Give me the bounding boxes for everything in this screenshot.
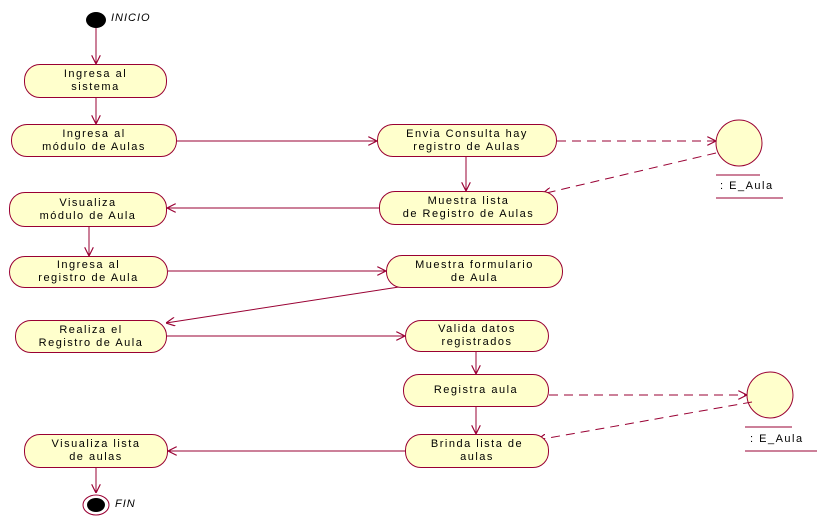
entity-label-2: : E_Aula (750, 433, 804, 445)
activity-visualiza-lista[interactable]: Visualiza lista de aulas (24, 434, 168, 468)
end-node-core (87, 498, 105, 512)
activity-registra-aula[interactable]: Registra aula (403, 374, 549, 407)
objflow-entity1-to-muestra-lista (542, 152, 717, 194)
end-label: FIN (115, 498, 136, 510)
activity-ingresa-modulo[interactable]: Ingresa al módulo de Aulas (11, 124, 177, 157)
start-label: INICIO (111, 12, 151, 24)
activity-visualiza-modulo[interactable]: Visualiza módulo de Aula (9, 192, 167, 227)
activity-ingresa-sistema[interactable]: Ingresa al sistema (24, 64, 167, 98)
activity-muestra-formulario[interactable]: Muestra formulario de Aula (386, 255, 563, 288)
start-node (86, 12, 106, 28)
activity-ingresa-registro[interactable]: Ingresa al registro de Aula (9, 256, 168, 288)
activity-realiza-registro[interactable]: Realiza el Registro de Aula (15, 320, 167, 353)
entity-label-1: : E_Aula (720, 180, 774, 192)
entity-object-1[interactable] (715, 119, 783, 199)
activity-valida-datos[interactable]: Valida datos registrados (405, 320, 549, 352)
activity-brinda-lista[interactable]: Brinda lista de aulas (405, 434, 549, 468)
activity-envia-consulta[interactable]: Envia Consulta hay registro de Aulas (377, 124, 557, 157)
objflow-entity2-to-brinda (537, 401, 753, 440)
flow-formulario-to-realiza (166, 286, 400, 323)
activity-muestra-lista[interactable]: Muestra lista de Registro de Aulas (379, 191, 558, 225)
